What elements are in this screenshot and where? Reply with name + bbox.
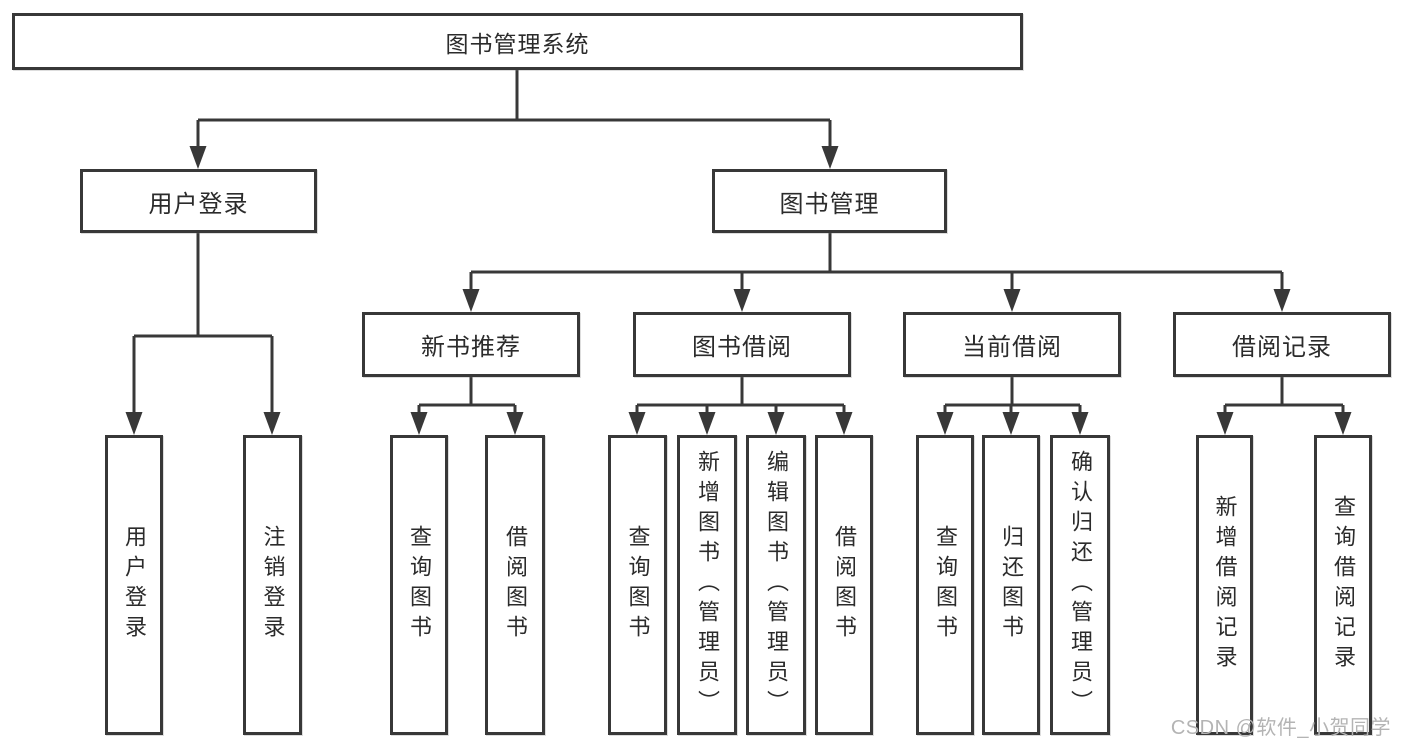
node-new-book-recommend-label: 新书推荐 — [421, 334, 521, 361]
node-borrow-records: 借阅记录 — [1173, 312, 1391, 377]
leaf-logout-label: 注销登录 — [260, 525, 286, 645]
leaf-borrow-books-recommend-label: 借阅图书 — [503, 525, 528, 645]
leaf-query-books-recommend-label: 查询图书 — [407, 525, 432, 645]
leaf-query-borrow-record-label: 查询借阅记录 — [1331, 495, 1356, 675]
leaf-query-books-recommend: 查询图书 — [390, 435, 448, 735]
node-root: 图书管理系统 — [12, 13, 1023, 70]
node-book-management: 图书管理 — [712, 169, 947, 233]
leaf-query-books-current-label: 查询图书 — [933, 525, 958, 645]
leaf-query-books-borrow-label: 查询图书 — [625, 525, 651, 645]
leaf-user-login-label: 用户登录 — [122, 525, 147, 645]
leaf-add-borrow-record-label: 新增借阅记录 — [1212, 495, 1238, 675]
connector-path — [132, 70, 1345, 416]
leaf-query-books-borrow: 查询图书 — [608, 435, 667, 735]
leaf-borrow-books-borrow: 借阅图书 — [815, 435, 873, 735]
node-current-borrow: 当前借阅 — [903, 312, 1121, 377]
leaf-query-books-current: 查询图书 — [916, 435, 974, 735]
leaf-confirm-return-admin-label: 确认归还（管理员） — [1068, 450, 1093, 720]
leaf-edit-book-admin: 编辑图书（管理员） — [746, 435, 806, 735]
watermark: CSDN @软件_小贺同学 — [1170, 717, 1391, 739]
node-new-book-recommend: 新书推荐 — [362, 312, 580, 377]
node-user-login-label: 用户登录 — [148, 190, 249, 218]
node-current-borrow-label: 当前借阅 — [962, 334, 1062, 361]
leaf-edit-book-admin-label: 编辑图书（管理员） — [764, 450, 789, 720]
node-book-borrow-label: 图书借阅 — [692, 334, 792, 361]
leaf-user-login: 用户登录 — [105, 435, 163, 735]
node-book-borrow: 图书借阅 — [633, 312, 851, 377]
node-user-login: 用户登录 — [80, 169, 317, 233]
leaf-add-book-admin-label: 新增图书（管理员） — [695, 450, 720, 720]
node-root-label: 图书管理系统 — [445, 30, 590, 57]
node-book-management-label: 图书管理 — [779, 190, 880, 218]
leaf-borrow-books-recommend: 借阅图书 — [485, 435, 545, 735]
leaf-return-books-label: 归还图书 — [999, 525, 1024, 645]
node-borrow-records-label: 借阅记录 — [1232, 334, 1332, 361]
leaf-borrow-books-borrow-label: 借阅图书 — [832, 525, 857, 645]
leaf-add-book-admin: 新增图书（管理员） — [677, 435, 737, 735]
leaf-query-borrow-record: 查询借阅记录 — [1314, 435, 1372, 735]
leaf-return-books: 归还图书 — [982, 435, 1040, 735]
leaf-confirm-return-admin: 确认归还（管理员） — [1050, 435, 1110, 735]
leaf-add-borrow-record: 新增借阅记录 — [1196, 435, 1253, 735]
leaf-logout: 注销登录 — [243, 435, 302, 735]
